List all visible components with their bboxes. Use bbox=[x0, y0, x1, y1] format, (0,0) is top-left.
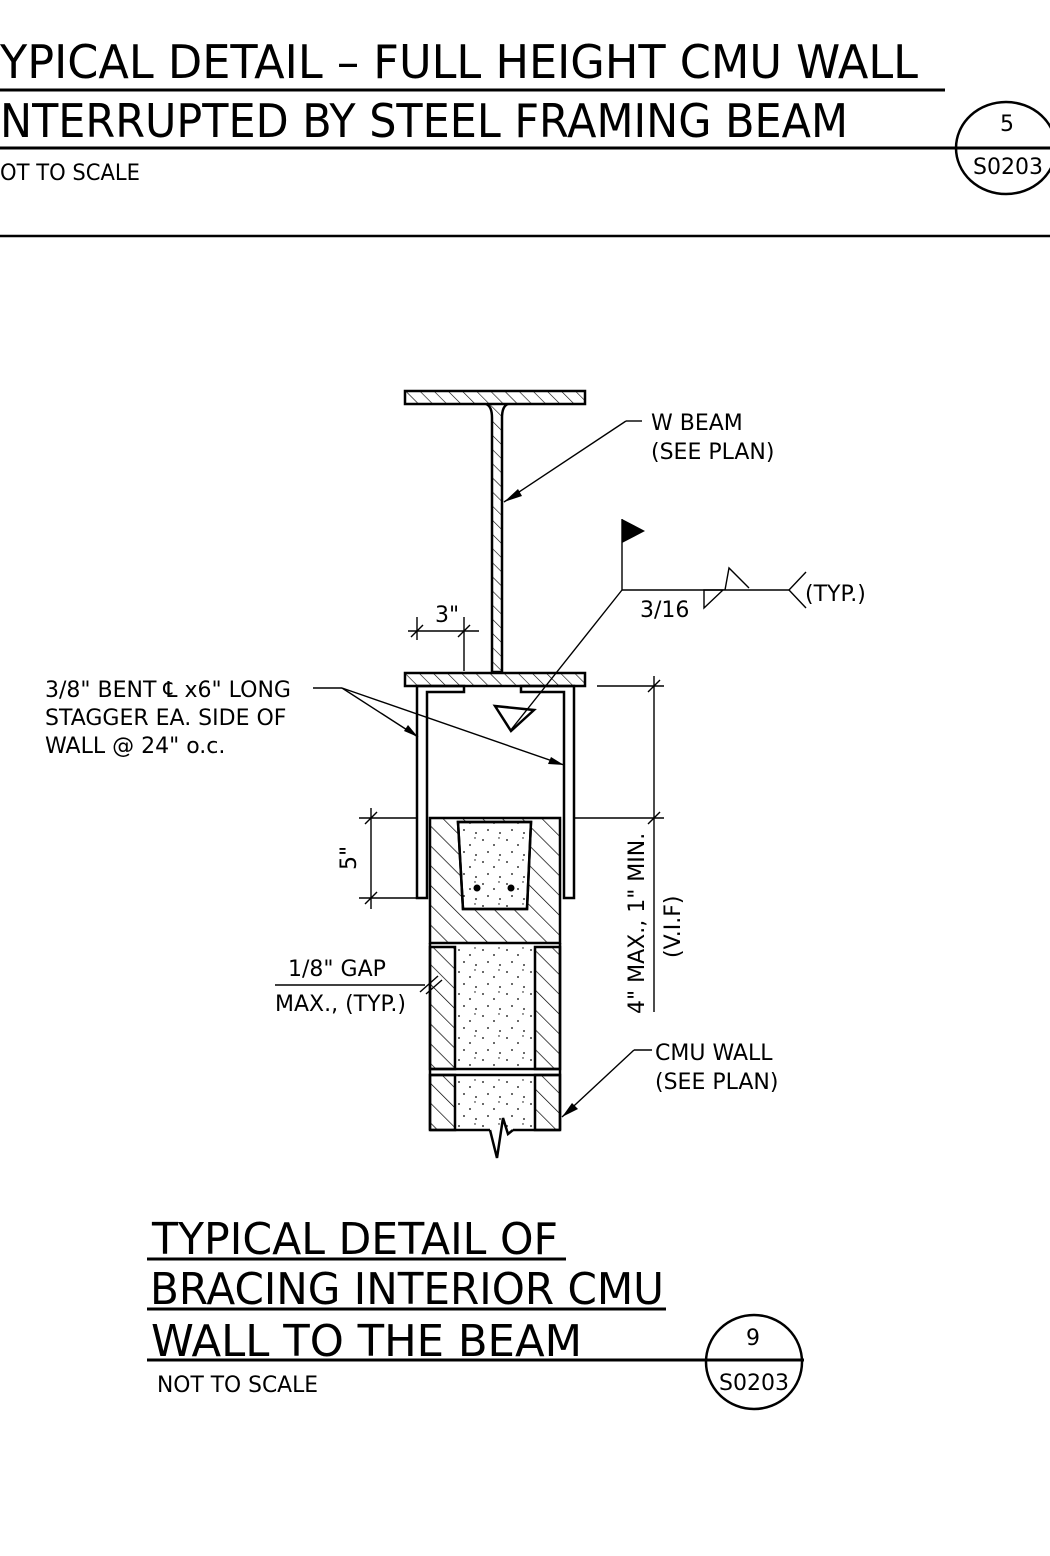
field-weld-flag bbox=[622, 519, 645, 543]
break-line bbox=[488, 1117, 514, 1159]
plate-label-line-2: STAGGER EA. SIDE OF bbox=[45, 706, 286, 731]
bent-plate-left bbox=[415, 684, 466, 900]
cmu-wall-callout: CMU WALL (SEE PLAN) bbox=[561, 1041, 778, 1118]
dimension-3in-label: 3" bbox=[435, 603, 459, 628]
weld-typ-label: (TYP.) bbox=[805, 582, 866, 607]
header-detail-bubble: 5 S0203 bbox=[954, 100, 1050, 196]
cmu-wall-label-2: (SEE PLAN) bbox=[655, 1070, 778, 1095]
dimension-5in-label: 5" bbox=[337, 846, 362, 870]
cmu-bond-beam-block bbox=[428, 816, 562, 945]
dimension-vertical-label-2: (V.I.F) bbox=[661, 895, 686, 958]
weld-size: 3/16 bbox=[640, 598, 689, 623]
dimension-5in: 5" bbox=[337, 808, 416, 909]
footer-scale-note: NOT TO SCALE bbox=[157, 1373, 318, 1398]
w-beam-section bbox=[403, 389, 587, 688]
footer-bubble-sheet: S0203 bbox=[719, 1371, 789, 1396]
header-bubble-sheet: S0203 bbox=[973, 155, 1043, 180]
plate-label-line-3: WALL @ 24" o.c. bbox=[45, 734, 225, 759]
dimension-3in: 3" bbox=[408, 603, 479, 671]
header-title-line-2: NTERRUPTED BY STEEL FRAMING BEAM bbox=[0, 94, 848, 148]
beam-bottom-flange bbox=[403, 671, 587, 688]
header-detail: YPICAL DETAIL – FULL HEIGHT CMU WALL NTE… bbox=[0, 35, 1050, 238]
footer-title-line-2: BRACING INTERIOR CMU bbox=[150, 1264, 664, 1315]
rebar-right bbox=[507, 884, 515, 892]
header-bubble-number: 5 bbox=[1000, 112, 1014, 137]
gap-label-line-2: MAX., (TYP.) bbox=[275, 992, 406, 1017]
fillet-weld-mark bbox=[492, 704, 537, 733]
gap-callout: 1/8" GAP MAX., (TYP.) bbox=[275, 957, 443, 1017]
dimension-gap-vertical: 4" MAX., 1" MIN. (V.I.F) bbox=[575, 676, 686, 1014]
bent-plate-callout: 3/8" BENT ℄ x6" LONG STAGGER EA. SIDE OF… bbox=[45, 678, 565, 766]
cmu-wall-label-1: CMU WALL bbox=[655, 1041, 773, 1066]
header-scale-note: OT TO SCALE bbox=[0, 161, 140, 186]
footer-title-line-1: TYPICAL DETAIL OF bbox=[151, 1214, 558, 1265]
footer-bubble-number: 9 bbox=[746, 1326, 760, 1351]
footer-detail-bubble: 9 S0203 bbox=[704, 1313, 804, 1411]
bracing-detail-drawing: W BEAM (SEE PLAN) 3/16 (TYP.) 3" 3/8" bbox=[45, 389, 866, 1159]
rebar-left bbox=[473, 884, 481, 892]
dimension-vertical-label-1: 4" MAX., 1" MIN. bbox=[625, 833, 650, 1014]
bent-plate-right bbox=[519, 684, 576, 900]
gap-label-line-1: 1/8" GAP bbox=[288, 957, 386, 982]
header-title-line-1: YPICAL DETAIL – FULL HEIGHT CMU WALL bbox=[0, 35, 918, 89]
weld-tail bbox=[788, 571, 807, 609]
grout-core bbox=[456, 820, 533, 911]
footer-detail: TYPICAL DETAIL OF BRACING INTERIOR CMU W… bbox=[147, 1214, 804, 1411]
plate-label-line-1: 3/8" BENT ℄ x6" LONG bbox=[45, 678, 291, 703]
beam-web bbox=[485, 402, 509, 674]
beam-top-flange bbox=[403, 389, 587, 406]
cmu-wall-section bbox=[428, 943, 562, 1159]
w-beam-label-1: W BEAM bbox=[651, 411, 743, 436]
w-beam-callout: W BEAM (SEE PLAN) bbox=[503, 411, 774, 503]
w-beam-label-2: (SEE PLAN) bbox=[651, 440, 774, 465]
footer-bubble-circle bbox=[704, 1313, 804, 1411]
header-bubble-circle bbox=[954, 100, 1050, 196]
weld-symbol: 3/16 (TYP.) bbox=[509, 519, 866, 732]
